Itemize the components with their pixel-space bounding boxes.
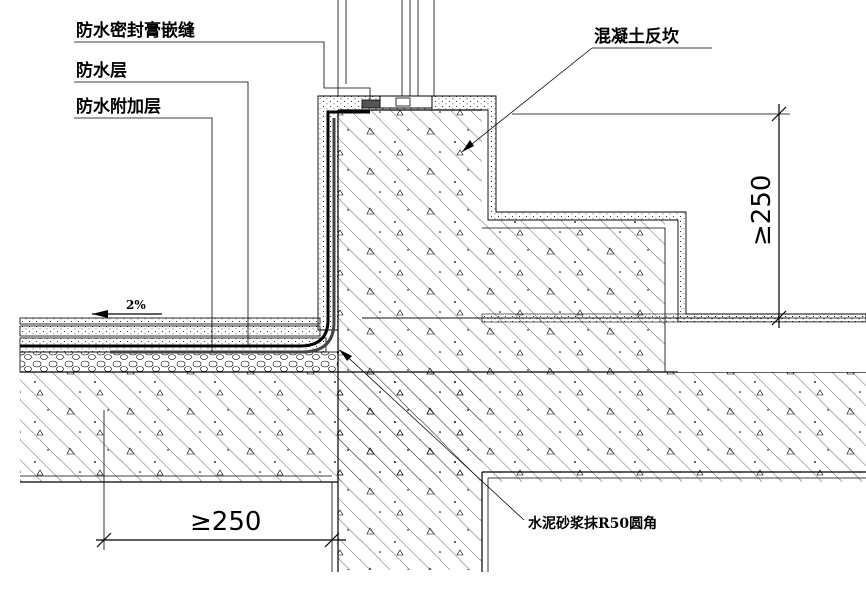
vertical-dimension: ≥250 <box>362 104 790 328</box>
waterproof-membrane <box>20 110 370 354</box>
slope-indicator: 2% <box>92 298 162 318</box>
leader-lines <box>74 41 712 521</box>
dim-vertical-label: ≥250 <box>747 175 777 246</box>
horizontal-dimension: ≥250 <box>96 410 346 550</box>
label-additional-layer: 防水附加层 <box>76 96 161 117</box>
label-waterproof-layer: 防水层 <box>76 60 127 81</box>
window-frame <box>337 0 435 109</box>
label-mortar-fillet: 水泥砂浆抹R50圆角 <box>528 515 657 532</box>
floor-layers <box>19 313 866 373</box>
label-concrete-curb: 混凝土反坎 <box>594 26 679 47</box>
concrete-curb <box>317 95 866 372</box>
dim-horizontal-label: ≥250 <box>190 507 261 537</box>
label-sealant: 防水密封膏嵌缝 <box>76 20 195 41</box>
slope-label: 2% <box>126 298 146 312</box>
beam-column <box>20 110 866 572</box>
